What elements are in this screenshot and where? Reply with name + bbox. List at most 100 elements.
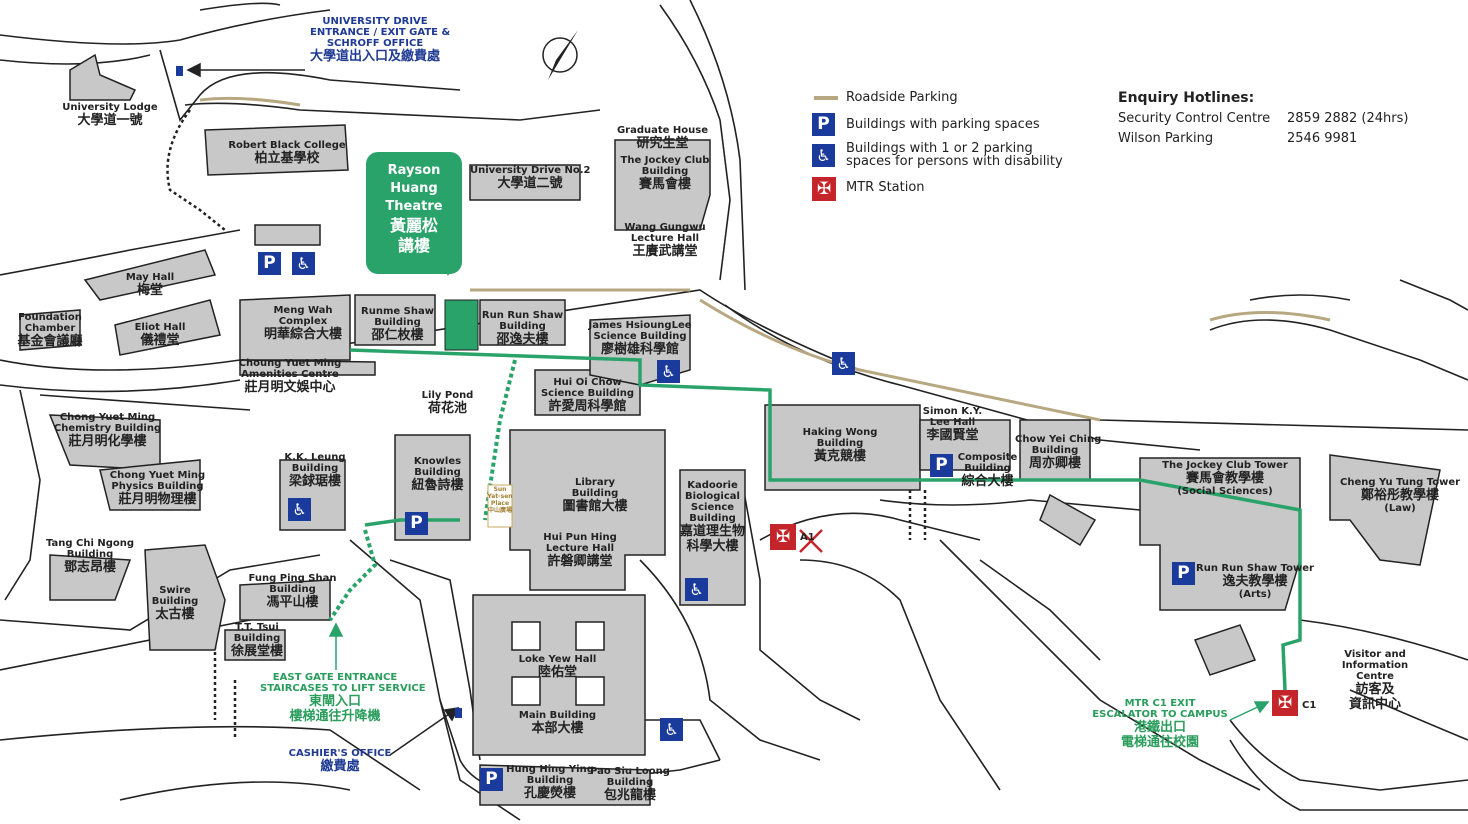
sun-yat-sen-en-3: Place (490, 500, 510, 507)
label-wang-gungwu-en-2: Lecture Hall (630, 233, 700, 244)
parking-icon-hung-hing-ying[interactable]: P (480, 768, 503, 791)
label-pao-siu-loong-en-1: Pao Siu Loong (590, 766, 670, 777)
highlight-pointer (440, 262, 456, 276)
gate-en-1: UNIVERSITY DRIVE (322, 16, 428, 27)
parking-icon-meng-wah[interactable]: P (258, 252, 281, 275)
label-tang-chi-ngong-en-2: Building (66, 549, 114, 560)
label-pao-siu-loong-en-2: Building (606, 777, 654, 788)
label-loke-yew-en-1: Loke Yew Hall (518, 654, 597, 665)
parking-icon-knowles[interactable]: P (405, 512, 428, 535)
label-chong-yuet-ming-amenities-en-1: Choung Yuet Ming (238, 358, 342, 369)
label-chong-yuet-ming-chem-en-1: Chong Yuet Ming (59, 412, 156, 423)
university-drive-gate-label: UNIVERSITY DRIVE ENTRANCE / EXIT GATE & … (310, 16, 450, 64)
label-kadoorie-en-4: Building (689, 513, 736, 524)
label-visitor-centre-en-1: Visitor and (1344, 649, 1406, 660)
disabled-icon-kadoorie[interactable]: ♿ (685, 578, 708, 601)
label-university-lodge-en-1: University Lodge (62, 102, 158, 113)
loke-yew-courtyards (511, 621, 605, 706)
disabled-icon-kk-leung[interactable]: ♿ (288, 498, 311, 521)
label-meng-wah-en-2: Complex (278, 316, 328, 327)
label-kadoorie-en-1: Kadoorie (687, 480, 738, 491)
compass-icon (542, 30, 578, 80)
highlight-cn-2: 講樓 (397, 236, 430, 255)
sun-yat-sen-en-2: Yat-sen (487, 493, 513, 500)
disabled-icon-road[interactable]: ♿ (832, 352, 855, 375)
label-james-lee-cn: 廖樹雄科學館 (600, 342, 679, 357)
label-composite-en-2: Building (964, 463, 1011, 474)
disabled-icon-meng-wah[interactable]: ♿ (292, 252, 315, 275)
legend-disabled-label: Buildings with 1 or 2 parking spaces for… (846, 142, 1063, 168)
label-visitor-centre-cn-2: 資訊中心 (1348, 697, 1401, 712)
legend-disabled-line1: Buildings with 1 or 2 parking (846, 141, 1033, 156)
mtr-c1-icon[interactable]: ✠ (1272, 690, 1298, 716)
label-simon-lee-en-1: Simon K.Y. (922, 406, 983, 417)
parking-icon-run-run-shaw-tower[interactable]: P (1172, 562, 1195, 585)
label-fung-ping-shan-en-2: Building (269, 584, 316, 595)
disabled-icon-main[interactable]: ♿ (660, 718, 683, 741)
parking-icon-composite[interactable]: P (930, 454, 953, 477)
label-visitor-centre-en-2: Information (1341, 660, 1409, 671)
arrows (186, 62, 460, 756)
label-chong-yuet-ming-phys-en-2: Physics Building (111, 481, 204, 492)
label-lily-pond-cn: 荷花池 (427, 401, 467, 416)
enquiry-row-2-number: 2546 9981 (1287, 131, 1358, 146)
label-fung-ping-shan-en-1: Fung Ping Shan (248, 573, 337, 584)
sun-yat-sen-cn: 中山廣場 (487, 507, 512, 514)
label-runme-shaw-en-1: Runme Shaw (361, 306, 434, 317)
label-university-drive-2-en-1: University Drive No.2 (470, 165, 591, 176)
rayson-huang-theatre-highlight[interactable]: Rayson Huang Theatre 黃麗松 講樓 (366, 152, 462, 274)
footpaths (166, 109, 927, 740)
label-loke-yew-cn: 陸佑堂 (537, 665, 577, 680)
disabled-icon-james-lee[interactable]: ♿ (657, 360, 680, 383)
label-tt-tsui-cn: 徐展堂樓 (230, 644, 283, 659)
label-wang-gungwu-en-1: Wang Gungwu (624, 222, 706, 233)
label-swire-en-1: Swire (159, 585, 191, 596)
label-kadoorie-en-2: Biological (685, 491, 740, 502)
label-swire-cn: 太古樓 (155, 607, 195, 622)
mtr-a1-icon[interactable]: ✠ (770, 524, 796, 550)
label-chong-yuet-ming-amenities-en-2: Amenities Centre (241, 369, 339, 380)
label-haking-wong-en-1: Haking Wong (802, 427, 878, 438)
label-simon-lee-en-2: Lee Hall (929, 417, 976, 428)
